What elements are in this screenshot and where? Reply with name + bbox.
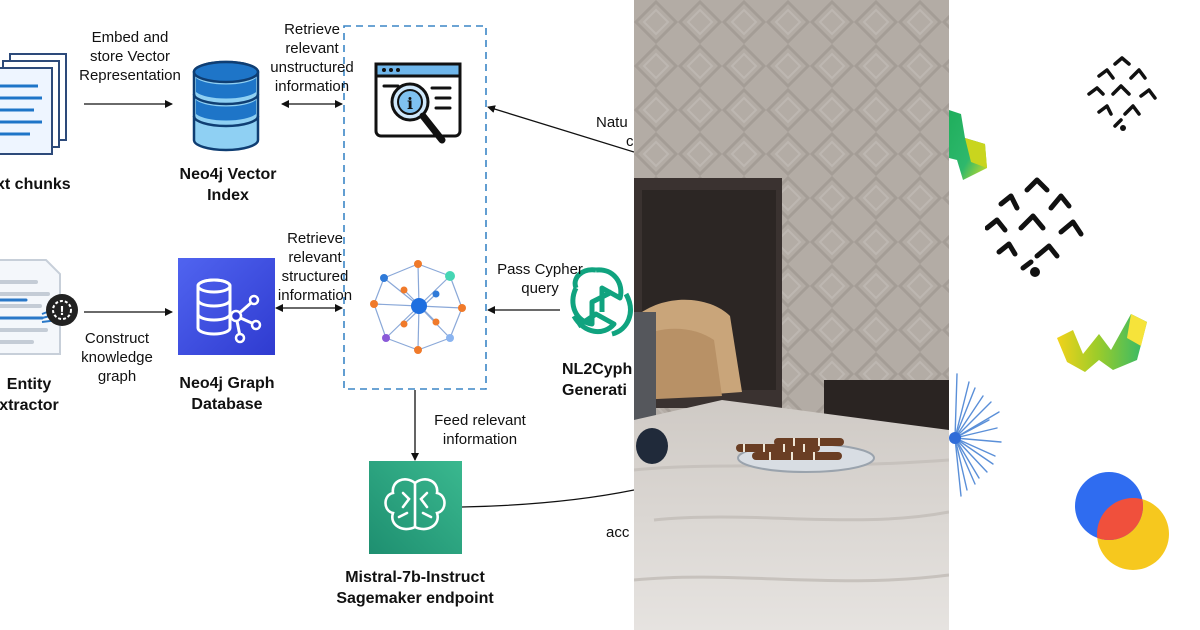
bedroom-scene-illustration: [634, 0, 949, 630]
entity-extractor-title-line1: Entity: [6, 376, 52, 393]
construct-kg-label-line3: graph: [97, 368, 137, 385]
retrieve-unstructured-label-line3: unstructured: [270, 59, 354, 76]
arrow-burst-large-icon: [985, 177, 1084, 277]
construct-kg-label-line2: knowledge: [81, 349, 153, 366]
bedroom-photo: [634, 0, 949, 630]
retrieve-structured-label-line3: structured: [281, 268, 349, 285]
nl2cypher-title-line1: NL2Cyph: [562, 361, 633, 378]
retriever-dashed-box: [343, 25, 487, 390]
answer-partial-label: acc: [606, 524, 630, 541]
yellow-green-wave-icon: [1057, 314, 1147, 372]
vector-index-title-line1: Neo4j Vector: [179, 166, 277, 183]
retrieve-unstructured-label-line4: information: [274, 78, 350, 95]
blue-red-yellow-circles-icon: [1075, 472, 1169, 570]
edge-answer: [461, 489, 634, 508]
search-dashboard-icon: i: [374, 62, 462, 144]
construct-kg-label: Construct knowledge graph: [76, 329, 158, 386]
entity-extractor-title: Entity xtractor: [0, 374, 64, 416]
cookies: [736, 438, 844, 460]
document-stack-icon: [0, 53, 67, 155]
graph-database-title-line2: Database: [191, 396, 263, 413]
pass-cypher-label: Pass Cypher query: [492, 260, 588, 298]
retrieve-structured-label-line2: relevant: [288, 249, 342, 266]
embed-store-label: Embed and store Vector Representation: [74, 28, 186, 85]
retrieve-structured-label-line1: Retrieve: [287, 230, 343, 247]
construct-kg-label-line1: Construct: [84, 330, 150, 347]
embed-store-label-line3: Representation: [79, 67, 181, 84]
graph-database-title-line1: Neo4j Graph: [179, 375, 275, 392]
diagram-connectors: [84, 25, 634, 508]
natural-query-label-line2: c: [626, 133, 634, 150]
retrieve-structured-label-line4: information: [277, 287, 353, 304]
pass-cypher-label-line2: query: [521, 280, 559, 297]
graph-database-title: Neo4j Graph Database: [170, 373, 284, 415]
edge-natural-query: [487, 105, 634, 153]
retrieve-unstructured-label: Retrieve relevant unstructured informati…: [266, 20, 358, 96]
pass-cypher-label-line1: Pass Cypher: [497, 261, 583, 278]
architecture-diagram: xt chunks Neo4j Vector Index i: [0, 20, 634, 609]
network-graph-icon: [370, 260, 466, 354]
mistral-title-line1: Mistral-7b-Instruct: [345, 569, 485, 586]
mistral-title-line2: Sagemaker endpoint: [336, 590, 494, 607]
natural-query-label-line1: Natu: [596, 114, 628, 131]
feed-relevant-label: Feed relevant information: [426, 411, 534, 449]
svg-text:i: i: [407, 94, 413, 113]
sagemaker-brain-icon: [369, 461, 462, 554]
database-icon: [192, 60, 260, 152]
retrieve-structured-label: Retrieve relevant structured information: [274, 229, 356, 305]
embed-store-label-line1: Embed and: [91, 29, 169, 46]
text-chunks-title: xt chunks: [0, 176, 71, 193]
openai-knot-icon: [570, 267, 633, 337]
bed-sheet: [634, 400, 949, 630]
embed-store-label-line2: store Vector: [89, 48, 171, 65]
arrow-burst-small-icon: [1087, 56, 1157, 131]
natural-query-label: Natu c: [596, 113, 634, 151]
nl2cypher-title: NL2Cyph Generati: [562, 359, 634, 401]
vector-index-title: Neo4j Vector Index: [172, 164, 284, 206]
logo-collage: [949, 0, 1200, 630]
svg-text:!: !: [59, 304, 64, 318]
green-wave-icon: [949, 110, 987, 180]
nl2cypher-title-line2: Generati: [562, 382, 627, 399]
blue-spark-icon: [949, 373, 1002, 497]
graph-database-icon: [178, 258, 275, 355]
vector-index-title-line2: Index: [207, 187, 249, 204]
feed-relevant-label-line1: Feed relevant: [434, 412, 526, 429]
retrieve-unstructured-label-line2: relevant: [285, 40, 339, 57]
entity-extractor-title-line2: xtractor: [0, 397, 59, 414]
document-extractor-icon: !: [0, 259, 78, 355]
dark-object: [636, 428, 668, 464]
retrieve-unstructured-label-line1: Retrieve: [284, 21, 340, 38]
feed-relevant-label-line2: information: [442, 431, 518, 448]
mistral-title: Mistral-7b-Instruct Sagemaker endpoint: [320, 567, 510, 609]
